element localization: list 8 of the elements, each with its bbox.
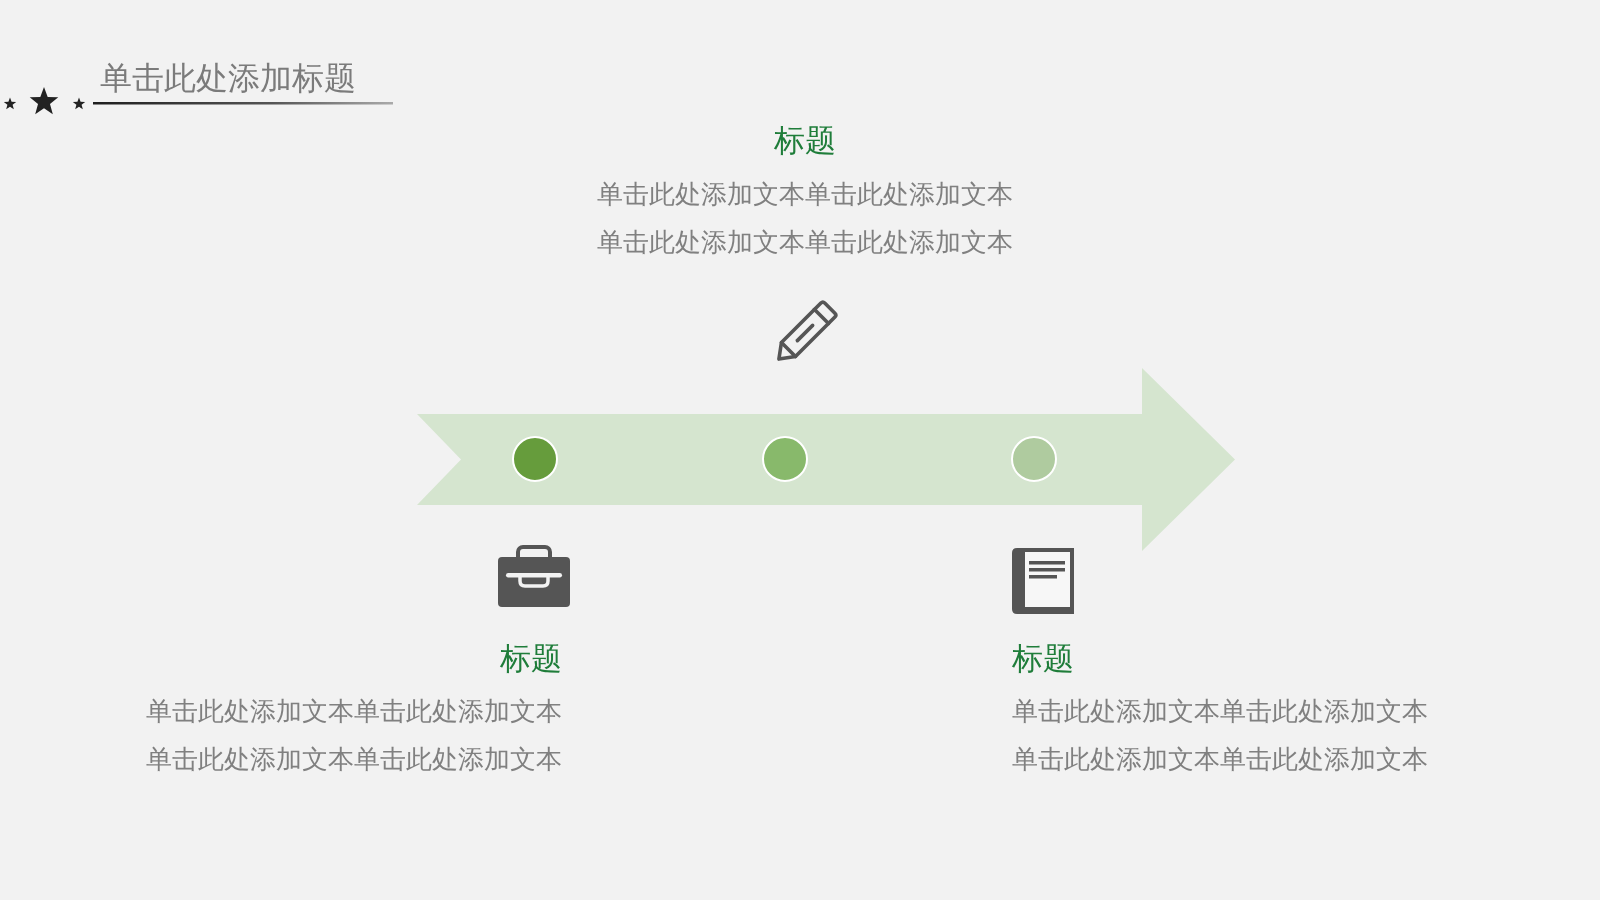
body-text: 单击此处添加文本单击此处添加文本单击此处添加文本单击此处添加文本 bbox=[145, 695, 562, 776]
section-heading: 标题 bbox=[500, 639, 562, 677]
section-heading: 标题 bbox=[774, 121, 836, 159]
body-text: 单击此处添加文本单击此处添加文本单击此处添加文本单击此处添加文本 bbox=[1012, 695, 1429, 776]
section-heading: 标题 bbox=[1012, 639, 1074, 677]
body-text: 单击此处添加文本单击此处添加文本单击此处添加文本单击此处添加文本 bbox=[596, 178, 1014, 259]
slide-title: 单击此处添加标题 bbox=[100, 59, 356, 97]
timeline-arrow-band bbox=[417, 368, 1235, 551]
